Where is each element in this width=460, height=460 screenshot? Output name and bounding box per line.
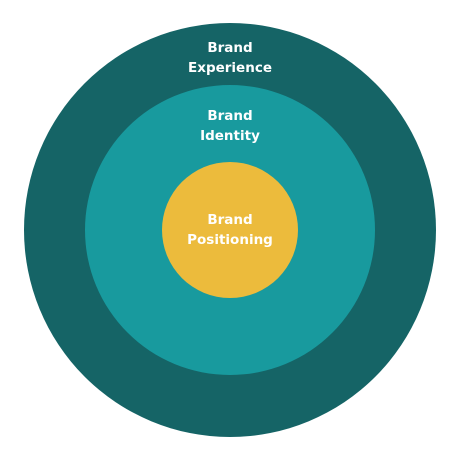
brand-identity-label: Brand Identity: [200, 108, 260, 144]
brand-positioning-label: Brand Positioning: [187, 212, 273, 248]
inner-circle-brand-positioning: [162, 162, 298, 298]
brand-experience-label: Brand Experience: [188, 40, 272, 76]
